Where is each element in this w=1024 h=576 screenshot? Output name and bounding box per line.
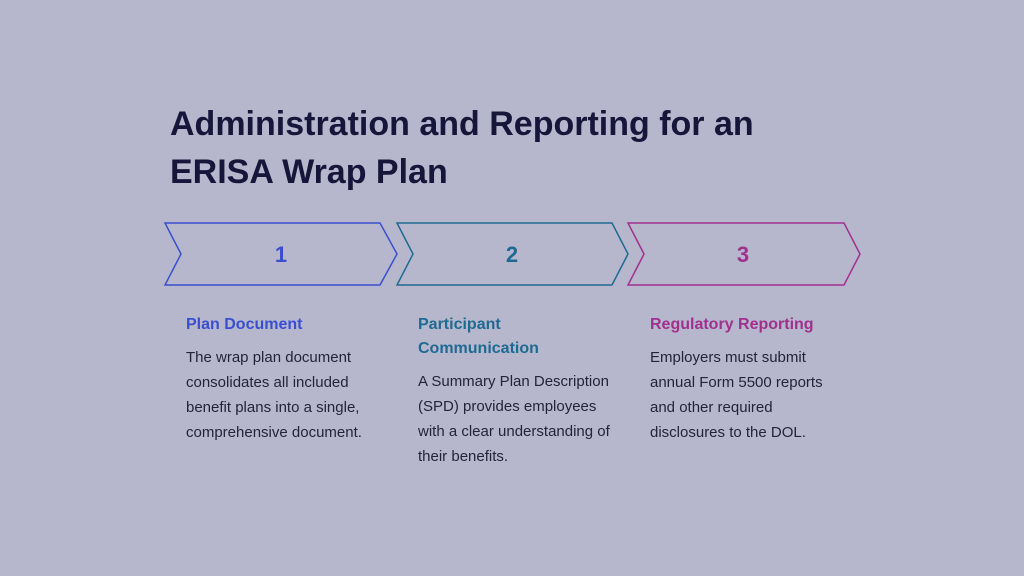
step-1-chevron	[163, 222, 398, 286]
step-3-heading: Regulatory Reporting	[650, 316, 814, 333]
step-2-number: 2	[506, 242, 518, 267]
step-3-body: Employers must submit annual Form 5500 r…	[650, 349, 823, 441]
step-3-column: Regulatory Reporting Employers must subm…	[650, 313, 835, 445]
step-1-number: 1	[275, 242, 287, 267]
step-2-chevron	[395, 222, 629, 286]
step-2-heading: Participant Communication	[418, 316, 539, 357]
step-2-body: A Summary Plan Description (SPD) provide…	[418, 373, 610, 465]
step-1-heading: Plan Document	[186, 316, 303, 333]
step-1-column: Plan Document The wrap plan document con…	[186, 313, 376, 445]
title-line-1: Administration and Reporting for an	[170, 105, 754, 143]
page-title: Administration and Reporting for an ERIS…	[170, 100, 870, 196]
step-3-number: 3	[737, 242, 749, 267]
title-line-2: ERISA Wrap Plan	[170, 153, 448, 191]
step-2-column: Participant Communication A Summary Plan…	[418, 313, 610, 469]
step-1-body: The wrap plan document consolidates all …	[186, 349, 362, 441]
step-3-chevron	[626, 222, 861, 286]
